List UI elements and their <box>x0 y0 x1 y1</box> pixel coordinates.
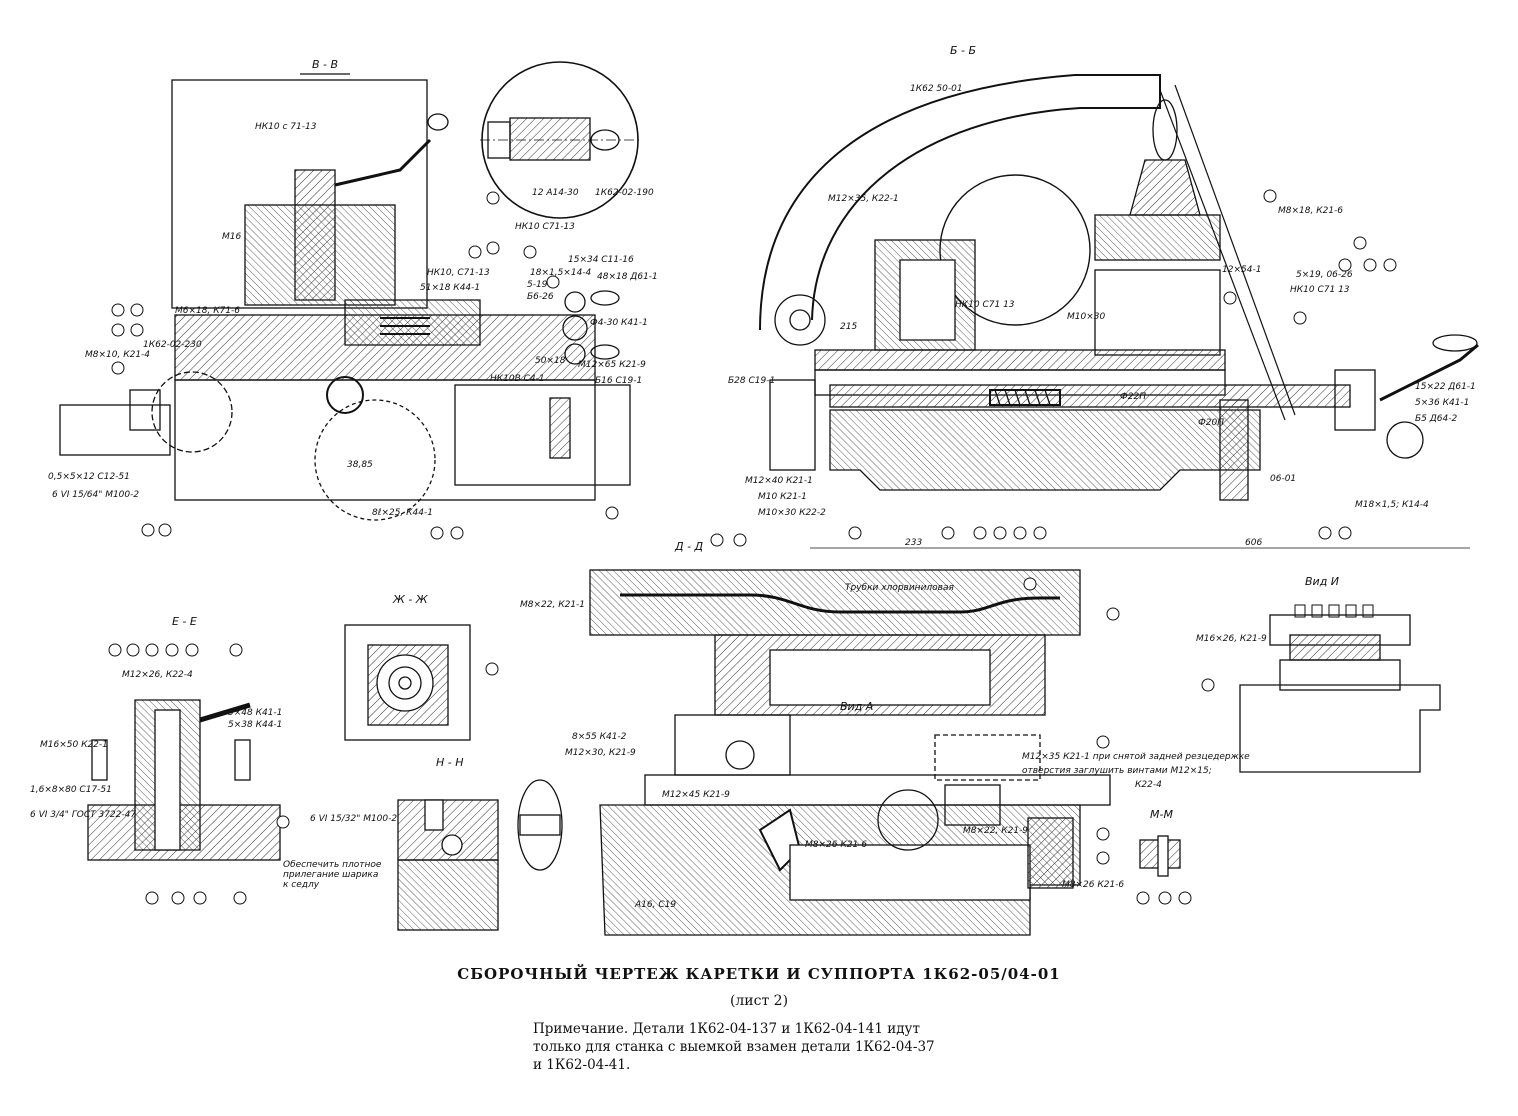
section-title-mm: М-М <box>1150 808 1173 821</box>
label: 0,5×5×12 С12-51 <box>48 472 130 482</box>
label: К22-4 <box>1135 780 1162 790</box>
label: М10×30 <box>1067 312 1106 322</box>
section-title-bb-right: Б - Б <box>950 44 977 57</box>
section-zz <box>344 624 471 741</box>
label: 5×48 К41-1 <box>228 708 283 718</box>
label: 5×19, 06-26 <box>1296 270 1353 280</box>
label: 06-01 <box>1270 474 1297 484</box>
view-i <box>1239 604 1441 773</box>
label: Ф22П <box>1120 392 1146 402</box>
section-bb-left <box>59 73 631 521</box>
label: НК10 с 71-13 <box>255 122 317 132</box>
sheet-number: (лист 2) <box>729 993 789 1009</box>
label: М18×1,5; К14-4 <box>1355 500 1429 510</box>
label: Б5 Д64-2 <box>1415 414 1458 424</box>
label: Б16 С19-1 <box>595 376 643 386</box>
label: 6 VI 15/32" М100-2 <box>310 814 398 824</box>
label: 1К62 50-01 <box>910 84 963 94</box>
label: М16 <box>222 232 242 242</box>
label: 6 VI 3/4" ГОСТ 3722-47 <box>30 810 137 820</box>
label: М8×10, К21-4 <box>85 350 151 360</box>
label: 8×55 К41-2 <box>572 732 627 742</box>
label: М8×22, К21-9 <box>963 826 1029 836</box>
section-mm <box>1139 835 1181 877</box>
label: 8ℓ×25, К44-1 <box>372 508 433 518</box>
section-title-vid-i: Вид И <box>1305 575 1340 588</box>
label: Б6-26 <box>527 292 554 302</box>
label: М10×30 К22-2 <box>758 508 826 518</box>
note: Примечание. Детали 1К62-04-137 и 1К62-04… <box>533 1020 1078 1074</box>
label: 38,85 <box>347 460 373 470</box>
label: М6×18, К71-6 <box>175 306 241 316</box>
section-title-zz: Ж - Ж <box>393 593 428 606</box>
label: М16×26, К21-9 <box>1196 634 1267 644</box>
label: 15×22 Д61-1 <box>1415 382 1476 392</box>
label: М16×50 К22-1 <box>40 740 108 750</box>
label: НК10, С71-13 <box>427 268 490 278</box>
note-line: Примечание. Детали 1К62-04-137 и 1К62-04… <box>533 1021 920 1037</box>
label: А16, С19 <box>635 900 677 910</box>
label: Ф4-30 К41-1 <box>590 318 648 328</box>
label: М12×35 К21-1 при снятой задней резцедерж… <box>1022 752 1250 762</box>
label: отверстия заглушить винтами М12×15; <box>1022 766 1212 776</box>
label: М8×26 К21-6 <box>1062 880 1125 890</box>
view-a <box>517 714 1111 936</box>
label: М8×22, К21-1 <box>520 600 586 610</box>
label: 12×54-1 <box>1222 265 1262 275</box>
section-dd <box>589 569 1081 716</box>
label: 1,6×8×80 С17-51 <box>30 785 112 795</box>
label: 15×34 С11-16 <box>568 255 634 265</box>
label: М12×40 К21-1 <box>745 476 813 486</box>
label: М12×26, К22-4 <box>122 670 193 680</box>
drawing-title: СБОРОЧНЫЙ ЧЕРТЕЖ КАРЕТКИ И СУППОРТА 1К62… <box>457 965 1061 983</box>
label: 50×18 <box>535 356 566 366</box>
section-title-vid-a: Вид А <box>840 700 874 713</box>
label: М10 К21-1 <box>758 492 807 502</box>
label: 233 <box>905 538 923 548</box>
label: Трубки хлорвиниловая <box>845 583 954 593</box>
label: 48×18 Д61-1 <box>597 272 658 282</box>
label: М8×26 К21-6 <box>805 840 868 850</box>
label: 51×18 К44-1 <box>420 283 481 293</box>
note-line: и 1К62-04-41. <box>533 1057 631 1073</box>
section-ee <box>87 699 281 861</box>
label: 5-19 <box>527 280 548 290</box>
label: 18×1,5×14-4 <box>530 268 592 278</box>
section-title-nn: Н - Н <box>436 756 464 769</box>
label: НК10 С71-13 <box>515 222 575 232</box>
label: 1К62-02-230 <box>143 340 202 350</box>
label: Обеспечить плотное прилегание шарика к с… <box>283 860 382 890</box>
label: 12 А14-30 <box>532 188 579 198</box>
label: 5×36 К41-1 <box>1415 398 1470 408</box>
detail-circle <box>480 61 640 219</box>
label: НК10 С71 13 <box>1290 285 1350 295</box>
label: Б28 С19-1 <box>728 376 776 386</box>
section-title-dd: Д - Д <box>675 540 704 553</box>
label: М12×30, К21-9 <box>565 748 636 758</box>
label: М12×65 К21-9 <box>578 360 646 370</box>
label: М8×18, К21-6 <box>1278 206 1344 216</box>
label: 215 <box>840 322 858 332</box>
section-title-bb-left: В - В <box>312 58 339 71</box>
note-line: только для станка с выемкой взамен детал… <box>533 1039 935 1055</box>
label: Ф20П <box>1198 418 1224 428</box>
label: НК10 С71 13 <box>955 300 1015 310</box>
callout-balloons <box>108 189 1397 905</box>
section-nn <box>397 799 499 931</box>
section-title-ee: Е - Е <box>172 615 197 628</box>
label: 1К62-02-190 <box>595 188 654 198</box>
label: 606 <box>1245 538 1263 548</box>
label: 5×38 К44-1 <box>228 720 283 730</box>
label: М12×35, К22-1 <box>828 194 899 204</box>
label: 6 VI 15/64" М100-2 <box>52 490 140 500</box>
label: М12×45 К21-9 <box>662 790 730 800</box>
section-bb-right <box>759 74 1479 549</box>
label: НК10В С4-1 <box>490 374 545 384</box>
